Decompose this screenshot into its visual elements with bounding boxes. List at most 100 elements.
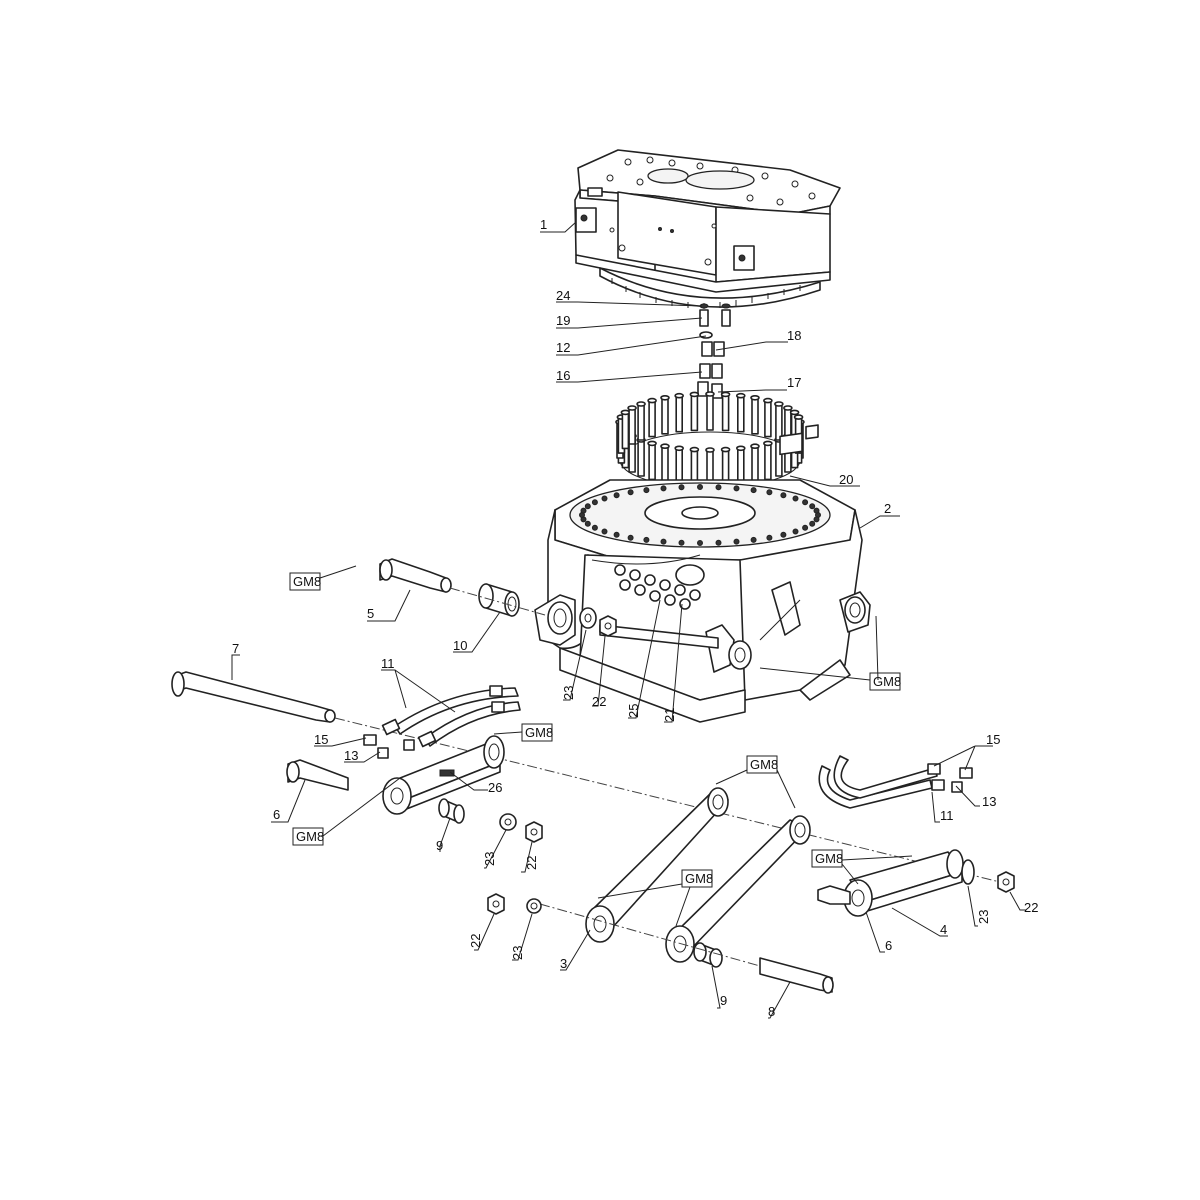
bolt xyxy=(721,393,730,432)
bushing-pin-bottom xyxy=(693,942,834,994)
bolt xyxy=(675,447,684,486)
gear-teeth xyxy=(611,278,801,309)
gm8-label-3: GM8 xyxy=(525,725,553,740)
bolt-head xyxy=(660,443,670,450)
frame-bolt-hole xyxy=(660,538,667,545)
cylinder-part-4 xyxy=(817,849,1015,917)
label-26: 26 xyxy=(488,780,502,795)
frame-bolt-hole xyxy=(697,484,703,490)
frame-bolt-hole xyxy=(802,499,809,506)
label-15-right: 15 xyxy=(986,732,1000,747)
frame-bolt-hole xyxy=(780,531,787,538)
frame-bolt-hole xyxy=(715,484,722,491)
label-17: 17 xyxy=(787,375,801,390)
frame-bolt-hole xyxy=(678,539,685,546)
label-3: 3 xyxy=(560,956,567,971)
label-24: 24 xyxy=(556,288,570,303)
bolt-head xyxy=(789,409,800,416)
label-9-bottom: 9 xyxy=(720,993,727,1008)
bolt-head xyxy=(689,391,700,398)
frame-bolt-hole xyxy=(766,534,773,541)
gm8-label-6: GM8 xyxy=(685,871,713,886)
part-number-labels: 1 2 3 4 5 6 6 7 8 9 9 10 11 11 12 13 13 … xyxy=(232,217,1038,1019)
label-11-left: 11 xyxy=(381,656,395,671)
frame-bolt-hole xyxy=(813,507,820,514)
bolt-head xyxy=(750,394,760,401)
frame-bolt-hole xyxy=(792,528,799,535)
bolt xyxy=(637,439,645,477)
bolt-head xyxy=(763,397,773,404)
bolt xyxy=(621,411,630,450)
label-5: 5 xyxy=(367,606,374,621)
hose-left-part-11 xyxy=(381,685,521,748)
frame-bolt-hole xyxy=(792,495,799,502)
bolt xyxy=(751,445,759,484)
frame-bolt-hole xyxy=(660,485,667,492)
pin-part-6-left xyxy=(286,759,349,791)
bolt-head xyxy=(705,447,715,453)
label-6-left: 6 xyxy=(273,807,280,822)
label-16: 16 xyxy=(556,368,570,383)
label-23-right: 23 xyxy=(976,910,991,924)
bolt-ring-part-20 xyxy=(615,391,805,489)
leader-lines xyxy=(231,221,1026,1019)
gm8-box-7 xyxy=(811,849,843,868)
bolt xyxy=(675,394,684,433)
label-7: 7 xyxy=(232,641,239,656)
label-2: 2 xyxy=(884,501,891,516)
bolt xyxy=(764,399,772,438)
label-22-left: 22 xyxy=(524,856,539,870)
bolt-head xyxy=(705,391,715,397)
bolt-head xyxy=(735,445,746,452)
frame-bolt-hole xyxy=(766,489,773,496)
bolt-head xyxy=(627,405,637,411)
bolt xyxy=(736,394,745,433)
frame-bolt-hole xyxy=(591,524,598,531)
gm8-label-5: GM8 xyxy=(750,757,778,772)
frame-bolt-hole xyxy=(643,487,650,494)
bolt-head xyxy=(674,445,685,452)
frame-bolt-hole xyxy=(697,540,703,546)
frame-bolt-hole xyxy=(780,492,787,499)
bolt-head xyxy=(689,446,700,453)
frame-bolt-hole xyxy=(813,516,820,523)
bolt xyxy=(661,396,669,435)
bolt-head xyxy=(763,440,773,447)
bolt xyxy=(764,442,772,481)
frame-bolt-hole xyxy=(809,520,816,527)
label-1: 1 xyxy=(540,217,547,232)
fittings-stack xyxy=(697,303,731,399)
bolt-head xyxy=(735,392,746,399)
grease-markers: GM8 GM8 GM8 GM8 GM8 GM8 GM8 xyxy=(289,565,913,927)
frame-bolt-hole xyxy=(627,534,634,541)
bolt-head xyxy=(783,405,793,411)
label-13-left: 13 xyxy=(344,748,358,763)
bolt-head xyxy=(674,392,685,399)
frame-part-2 xyxy=(534,424,871,723)
fittings-right xyxy=(951,767,973,793)
label-21: 21 xyxy=(662,708,677,722)
frame-bolt-hole xyxy=(809,503,816,510)
label-23-left: 23 xyxy=(482,852,497,866)
bolt-head xyxy=(660,394,670,401)
gm8-box-6 xyxy=(681,869,713,888)
bolt-head xyxy=(636,401,646,407)
bolt xyxy=(751,396,759,435)
frame-bolt-holes xyxy=(579,484,821,546)
label-10: 10 xyxy=(453,638,467,653)
bolt-head xyxy=(720,446,731,453)
gm8-label-2: GM8 xyxy=(873,674,901,689)
label-11-right: 11 xyxy=(940,808,954,823)
gm8-label-1: GM8 xyxy=(293,574,321,589)
frame-bolt-hole xyxy=(580,507,587,514)
frame-bolt-hole xyxy=(733,538,740,545)
bolt xyxy=(648,442,656,481)
bolt-head xyxy=(793,414,804,420)
frame-bolt-hole xyxy=(627,489,634,496)
bolt xyxy=(775,403,783,441)
pin-part-7 xyxy=(171,671,336,723)
housing-part-1 xyxy=(574,149,841,309)
frame-bolt-hole xyxy=(613,492,620,499)
bolt-head xyxy=(774,401,784,407)
